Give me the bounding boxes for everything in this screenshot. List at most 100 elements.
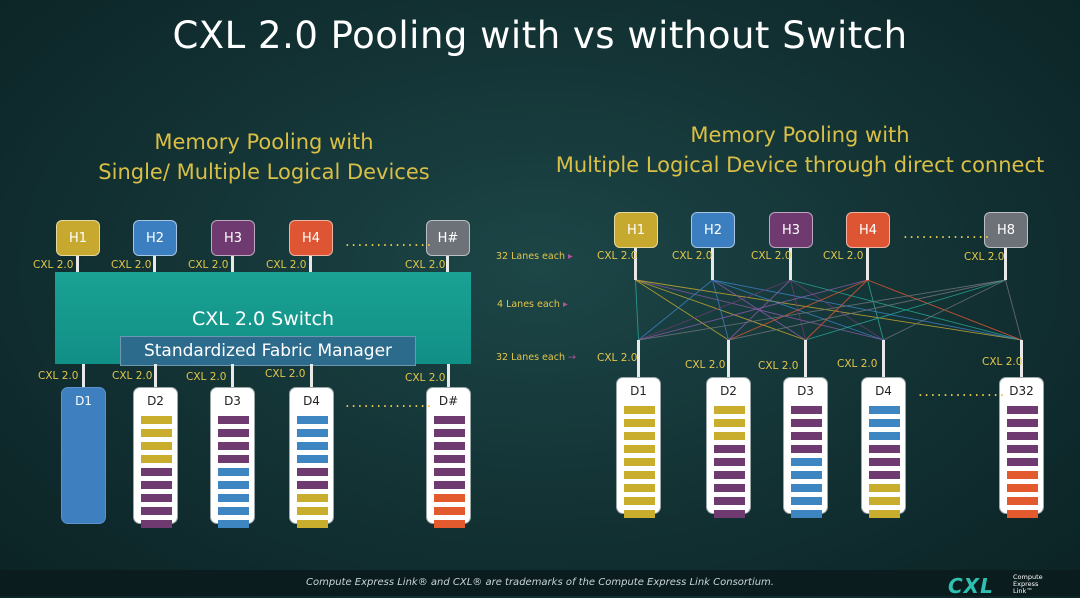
- device-label: D3: [224, 394, 241, 408]
- memory-slice-purple: [1007, 432, 1038, 440]
- memory-slice-purple: [434, 442, 465, 450]
- left-host-link-label: CXL 2.0: [188, 259, 229, 271]
- right-device-link-3: [804, 340, 807, 377]
- mesh-link: [883, 279, 1006, 341]
- memory-slice-blue: [297, 416, 328, 424]
- memory-slice-blue: [297, 429, 328, 437]
- left-hosts-ellipsis: ..............: [345, 232, 433, 250]
- lanes-bottom-label: 32 Lanes each →: [496, 352, 576, 363]
- lanes-mid-text: 4 Lanes each: [497, 299, 560, 310]
- memory-slice-purple: [141, 494, 172, 502]
- left-device-d4: D4: [289, 387, 334, 528]
- left-device-link-5: [447, 364, 450, 387]
- memory-slice-gold: [624, 471, 655, 479]
- memory-slice-orange: [434, 494, 465, 502]
- right-host-link-1: [634, 248, 637, 280]
- memory-slice-purple: [714, 497, 745, 505]
- left-host-link-1: [76, 256, 79, 272]
- footer-band: [0, 570, 1080, 596]
- left-device-link-label: CXL 2.0: [405, 372, 446, 384]
- memory-slice-blue: [218, 494, 249, 502]
- left-devices-ellipsis: ..............: [345, 393, 433, 411]
- right-host-link-label: CXL 2.0: [823, 250, 864, 262]
- memory-slice-gold: [624, 484, 655, 492]
- memory-slice-blue: [791, 510, 822, 518]
- cxl-logo-tagline: Compute Express Link™: [1013, 574, 1043, 595]
- memory-slice-gold: [869, 497, 900, 505]
- memory-slice-gold: [714, 419, 745, 427]
- memory-slice-blue: [297, 442, 328, 450]
- memory-slice-blue: [218, 468, 249, 476]
- right-device-link-1: [637, 340, 640, 377]
- memory-slice-purple: [714, 484, 745, 492]
- left-host-link-5: [446, 256, 449, 272]
- memory-slice-purple: [714, 458, 745, 466]
- right-host-link-label: CXL 2.0: [597, 250, 638, 262]
- right-host-link-3: [789, 248, 792, 280]
- memory-slice-purple: [869, 471, 900, 479]
- memory-slice-gold: [624, 419, 655, 427]
- right-device-link-label: CXL 2.0: [758, 360, 799, 372]
- memory-slice-blue: [791, 471, 822, 479]
- right-device-d1: D1: [616, 377, 661, 518]
- right-host-link-label: CXL 2.0: [672, 250, 713, 262]
- memory-slice-gold: [141, 416, 172, 424]
- memory-slice-blue: [869, 419, 900, 427]
- memory-slice-purple: [1007, 458, 1038, 466]
- logo-line3: Link™: [1013, 587, 1033, 595]
- mesh-link: [638, 279, 868, 341]
- memory-slice-purple: [218, 429, 249, 437]
- right-host-h1: H1: [614, 212, 658, 248]
- logo-line2: Express: [1013, 580, 1039, 588]
- left-host-link-2: [153, 256, 156, 272]
- memory-slice-gold: [869, 484, 900, 492]
- right-device-d32: D32: [999, 377, 1044, 518]
- right-device-link-label: CXL 2.0: [685, 359, 726, 371]
- memory-slice-gold: [714, 406, 745, 414]
- memory-slice-orange: [1007, 484, 1038, 492]
- right-subtitle-line2: Multiple Logical Device through direct c…: [555, 153, 1045, 177]
- right-subtitle: Memory Pooling with Multiple Logical Dev…: [520, 120, 1080, 180]
- arrow-right-icon: ▸: [568, 251, 573, 262]
- mesh-link: [728, 279, 1006, 341]
- left-host-link-4: [309, 256, 312, 272]
- memory-slice-purple: [869, 458, 900, 466]
- memory-slice-purple: [791, 419, 822, 427]
- memory-slice-purple: [141, 481, 172, 489]
- device-label: D1: [75, 394, 92, 408]
- right-device-link-5: [1020, 340, 1023, 377]
- mesh-link: [728, 279, 791, 341]
- memory-slice-purple: [714, 510, 745, 518]
- memory-slice-purple: [434, 481, 465, 489]
- right-host-h3: H3: [769, 212, 813, 248]
- left-subtitle-line1: Memory Pooling with: [154, 130, 374, 154]
- mesh-link: [635, 279, 729, 341]
- memory-slice-blue: [791, 484, 822, 492]
- memory-slice-orange: [1007, 471, 1038, 479]
- memory-slice-gold: [624, 458, 655, 466]
- fabric-manager: Standardized Fabric Manager: [120, 336, 416, 366]
- memory-slice-orange: [1007, 497, 1038, 505]
- memory-slice-purple: [791, 445, 822, 453]
- memory-slice-blue: [218, 507, 249, 515]
- memory-slice-purple: [791, 432, 822, 440]
- memory-slice-purple: [141, 468, 172, 476]
- left-subtitle-line2: Single/ Multiple Logical Devices: [98, 160, 430, 184]
- left-subtitle: Memory Pooling with Single/ Multiple Log…: [40, 127, 488, 187]
- mesh-link: [805, 279, 1006, 341]
- right-subtitle-line1: Memory Pooling with: [690, 123, 910, 147]
- cxl-logo: CXL: [948, 574, 994, 598]
- memory-slice-gold: [297, 507, 328, 515]
- memory-slice-purple: [714, 445, 745, 453]
- page-title: CXL 2.0 Pooling with vs without Switch: [172, 14, 908, 57]
- logo-line1: Compute: [1013, 573, 1043, 581]
- device-label: D#: [438, 394, 459, 408]
- memory-slice-purple: [218, 416, 249, 424]
- right-host-h8: H8: [984, 212, 1028, 248]
- lanes-mid-label: 4 Lanes each ▸: [497, 299, 568, 310]
- memory-slice-purple: [141, 520, 172, 528]
- memory-slice-purple: [1007, 406, 1038, 414]
- memory-slice-gold: [869, 510, 900, 518]
- memory-slice-purple: [141, 507, 172, 515]
